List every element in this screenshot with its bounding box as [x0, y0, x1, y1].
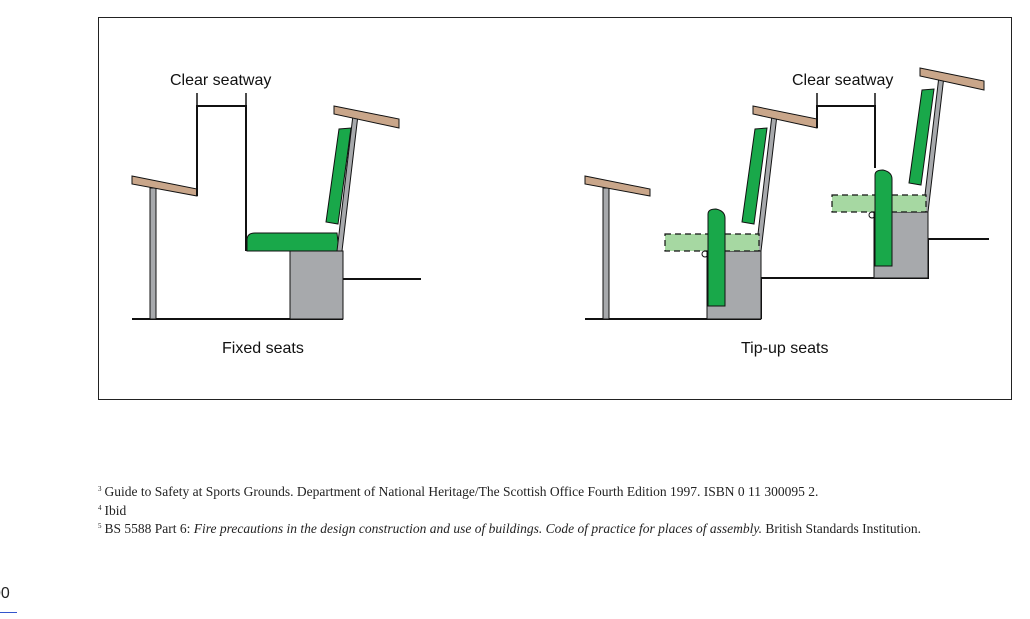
riser-block — [289, 250, 344, 320]
upper-seat-tipped-up — [874, 169, 893, 267]
rail-top — [584, 175, 651, 197]
clear-seatway-outline — [196, 105, 247, 251]
page-number: 00 — [0, 585, 10, 602]
upper-back-rail — [919, 67, 985, 91]
rail-top — [131, 175, 198, 197]
clear-seatway-outline — [816, 105, 876, 168]
lower-seat-pivot — [701, 250, 709, 258]
lower-seat-back — [741, 127, 768, 225]
tip-up-seats-diagram — [584, 67, 989, 320]
tip-up-clear-seatway-label: Clear seatway — [792, 72, 894, 89]
seatway-diagram — [131, 67, 989, 320]
footnote-suffix: British Standards Institution. — [761, 521, 921, 536]
footnote-italic-title: Fire precautions in the design construct… — [193, 521, 762, 536]
seatway-figure: Clear seatway Fixed seats Clear seatway … — [98, 17, 1012, 400]
footnote-number: 5 — [98, 522, 102, 530]
seat-back — [325, 127, 352, 225]
seat-cushion — [246, 232, 340, 252]
tip-up-seats-caption: Tip-up seats — [741, 340, 829, 357]
footnote-text: Guide to Safety at Sports Grounds. Depar… — [104, 484, 819, 499]
lower-back-rail — [752, 105, 818, 129]
rail-post — [602, 187, 610, 320]
upper-seat-pivot — [868, 211, 876, 219]
upper-seat-back — [908, 88, 935, 186]
rail-post — [149, 187, 157, 320]
page-number-rule — [0, 612, 17, 613]
fixed-seats-diagram — [131, 93, 421, 320]
footnote-text: Ibid — [104, 502, 127, 518]
lower-seat-tipped-up — [707, 208, 726, 307]
back-rail — [333, 105, 400, 129]
fixed-clear-seatway-label: Clear seatway — [170, 72, 272, 89]
footnote-number: 4 — [98, 503, 102, 512]
fixed-seats-caption: Fixed seats — [222, 340, 304, 357]
footnote-number: 3 — [98, 485, 102, 493]
footnote-prefix: BS 5588 Part 6: — [104, 521, 194, 536]
